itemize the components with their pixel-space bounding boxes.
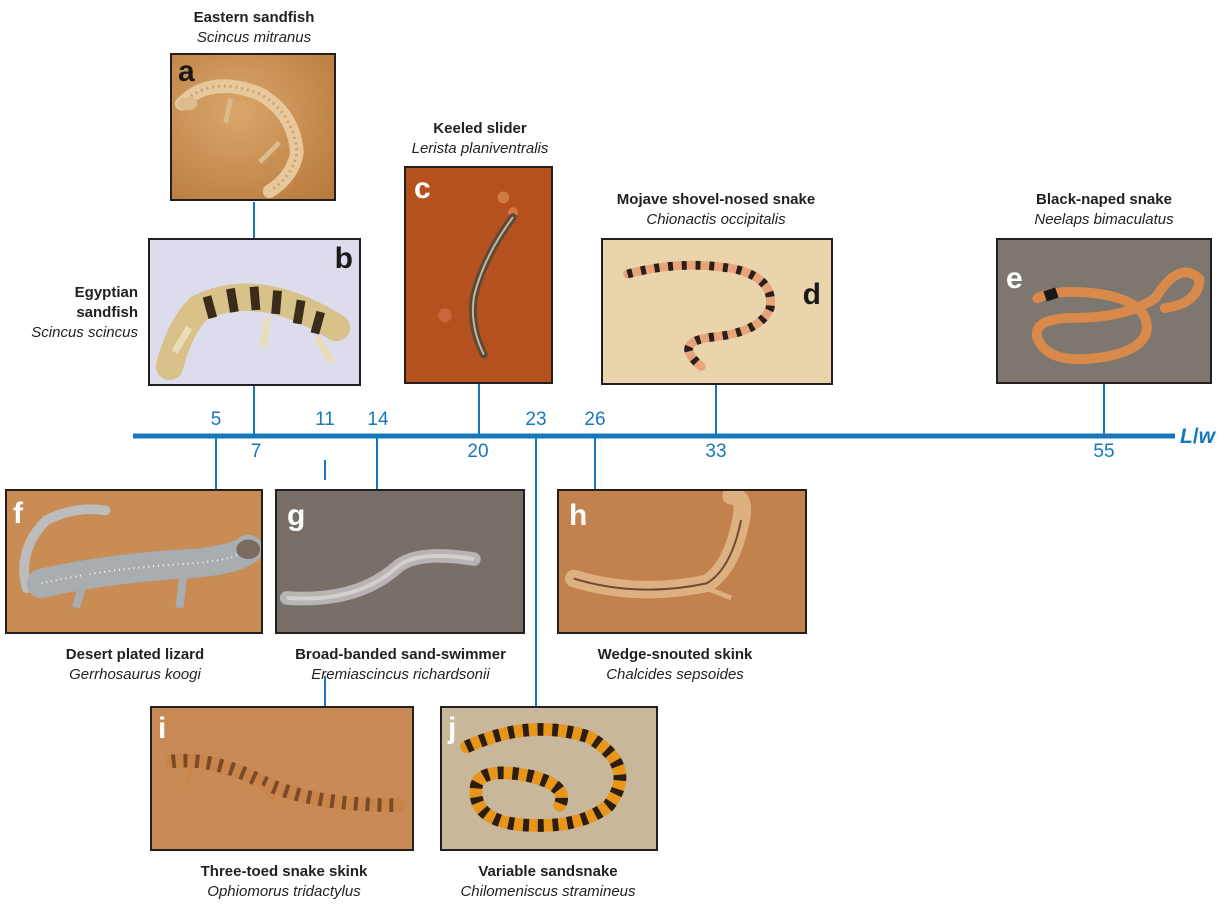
photo-b-egyptian-sandfish: b — [148, 238, 361, 386]
panel-letter-a: a — [178, 57, 195, 87]
scientific-name-g: Eremiascincus richardsonii — [268, 665, 533, 685]
tick-label-14: 14 — [367, 410, 388, 430]
scientific-name-f: Gerrhosaurus koogi — [35, 665, 235, 685]
caption-e: Black-naped snake Neelaps bimaculatus — [1004, 190, 1204, 230]
scientific-name-d: Chionactis occipitalis — [596, 210, 836, 230]
panel-letter-b: b — [335, 244, 353, 274]
panel-letter-i: i — [158, 714, 166, 744]
scientific-name-j: Chilomeniscus stramineus — [432, 882, 664, 902]
scientific-name-h: Chalcides sepsoides — [560, 665, 790, 685]
common-name-c: Keeled slider — [380, 119, 580, 139]
panel-letter-f: f — [13, 499, 23, 529]
tick-label-7: 7 — [251, 442, 262, 462]
scientific-name-e: Neelaps bimaculatus — [1004, 210, 1204, 230]
common-name-i: Three-toed snake skink — [170, 862, 398, 882]
common-name-b-line2: sandfish — [14, 303, 138, 323]
common-name-g: Broad-banded sand-swimmer — [268, 645, 533, 665]
caption-i: Three-toed snake skink Ophiomorus tridac… — [170, 862, 398, 902]
caption-g: Broad-banded sand-swimmer Eremiascincus … — [268, 645, 533, 685]
panel-letter-d: d — [803, 280, 821, 310]
caption-b: Egyptian sandfish Scincus scincus — [14, 283, 138, 343]
tick-label-55: 55 — [1093, 442, 1114, 462]
panel-letter-g: g — [287, 501, 305, 531]
tick-label-5: 5 — [211, 410, 222, 430]
scientific-name-i: Ophiomorus tridactylus — [170, 882, 398, 902]
photo-c-keeled-slider: c — [404, 166, 553, 384]
tick-label-11: 11 — [315, 410, 335, 430]
caption-f: Desert plated lizard Gerrhosaurus koogi — [35, 645, 235, 685]
scientific-name-c: Lerista planiventralis — [380, 139, 580, 159]
common-name-j: Variable sandsnake — [432, 862, 664, 882]
common-name-e: Black-naped snake — [1004, 190, 1204, 210]
common-name-d: Mojave shovel-nosed snake — [596, 190, 836, 210]
photo-j-variable-sandsnake: j — [440, 706, 658, 851]
photo-d-mojave-shovel-nosed-snake: d — [601, 238, 833, 385]
photo-a-eastern-sandfish: a — [170, 53, 336, 201]
panel-letter-j: j — [448, 714, 456, 744]
panel-letter-c: c — [414, 174, 431, 204]
scientific-name-a: Scincus mitranus — [154, 28, 354, 48]
panel-letter-e: e — [1006, 264, 1023, 294]
photo-i-three-toed-snake-skink: i — [150, 706, 414, 851]
photo-f-desert-plated-lizard: f — [5, 489, 263, 634]
photo-g-broad-banded-sand-swimmer: g — [275, 489, 525, 634]
scientific-name-b: Scincus scincus — [14, 323, 138, 343]
axis-label-L: L — [1180, 425, 1193, 448]
photo-h-wedge-snouted-skink: h — [557, 489, 807, 634]
caption-a: Eastern sandfish Scincus mitranus — [154, 8, 354, 48]
caption-j: Variable sandsnake Chilomeniscus stramin… — [432, 862, 664, 902]
axis-label: L/w — [1180, 425, 1215, 449]
tick-label-20: 20 — [467, 442, 488, 462]
axis-label-w: w — [1199, 425, 1215, 448]
caption-c: Keeled slider Lerista planiventralis — [380, 119, 580, 159]
tick-label-26: 26 — [584, 410, 605, 430]
panel-letter-h: h — [569, 501, 587, 531]
common-name-h: Wedge-snouted skink — [560, 645, 790, 665]
common-name-b-line1: Egyptian — [14, 283, 138, 303]
tick-label-33: 33 — [705, 442, 726, 462]
common-name-a: Eastern sandfish — [154, 8, 354, 28]
tick-label-23: 23 — [525, 410, 546, 430]
caption-d: Mojave shovel-nosed snake Chionactis occ… — [596, 190, 836, 230]
caption-h: Wedge-snouted skink Chalcides sepsoides — [560, 645, 790, 685]
common-name-f: Desert plated lizard — [35, 645, 235, 665]
photo-e-black-naped-snake: e — [996, 238, 1212, 384]
